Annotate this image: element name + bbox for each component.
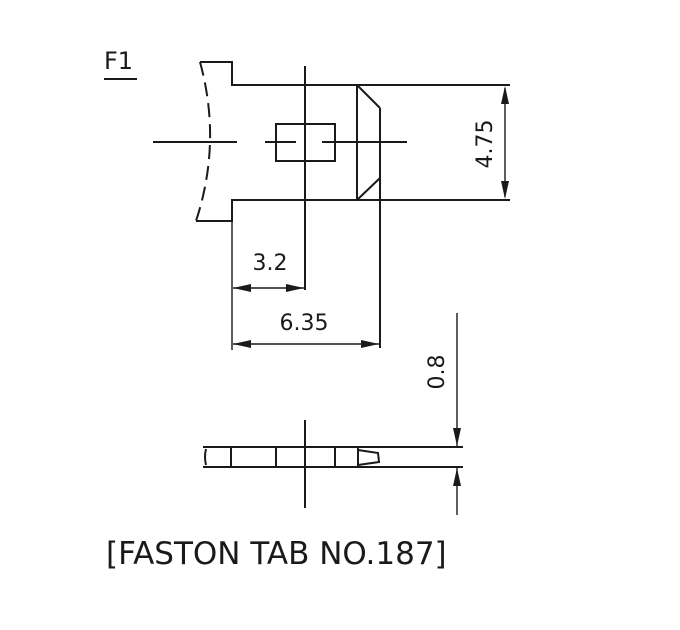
tab-bottom-edge (196, 199, 510, 222)
figure-id-label: F1 (104, 46, 138, 80)
dim-thickness-text: 0.8 (425, 355, 450, 390)
side-tip (357, 449, 381, 466)
chamfer-top (356, 84, 381, 109)
side-view: 0.8 (203, 313, 463, 515)
dim-hole-offset-text: 3.2 (253, 251, 288, 276)
tab-top-edge (200, 61, 510, 86)
arrow-right-icon (361, 340, 379, 348)
top-view: 4.75 3.2 6.35 (153, 61, 510, 350)
dim-tab-length-text: 6.35 (280, 311, 329, 336)
dim-width-text: 4.75 (473, 120, 498, 169)
arrow-down-icon (453, 428, 461, 446)
arrow-left-icon (233, 284, 251, 292)
side-break (204, 448, 207, 466)
arrow-down-icon (501, 181, 509, 199)
arrow-up-icon (453, 468, 461, 486)
figure-caption: [FASTON TAB NO.187] (106, 536, 447, 572)
chamfer-bottom (356, 177, 381, 201)
arrow-right-icon (286, 284, 304, 292)
arrow-up-icon (501, 86, 509, 104)
arrow-left-icon (233, 340, 251, 348)
